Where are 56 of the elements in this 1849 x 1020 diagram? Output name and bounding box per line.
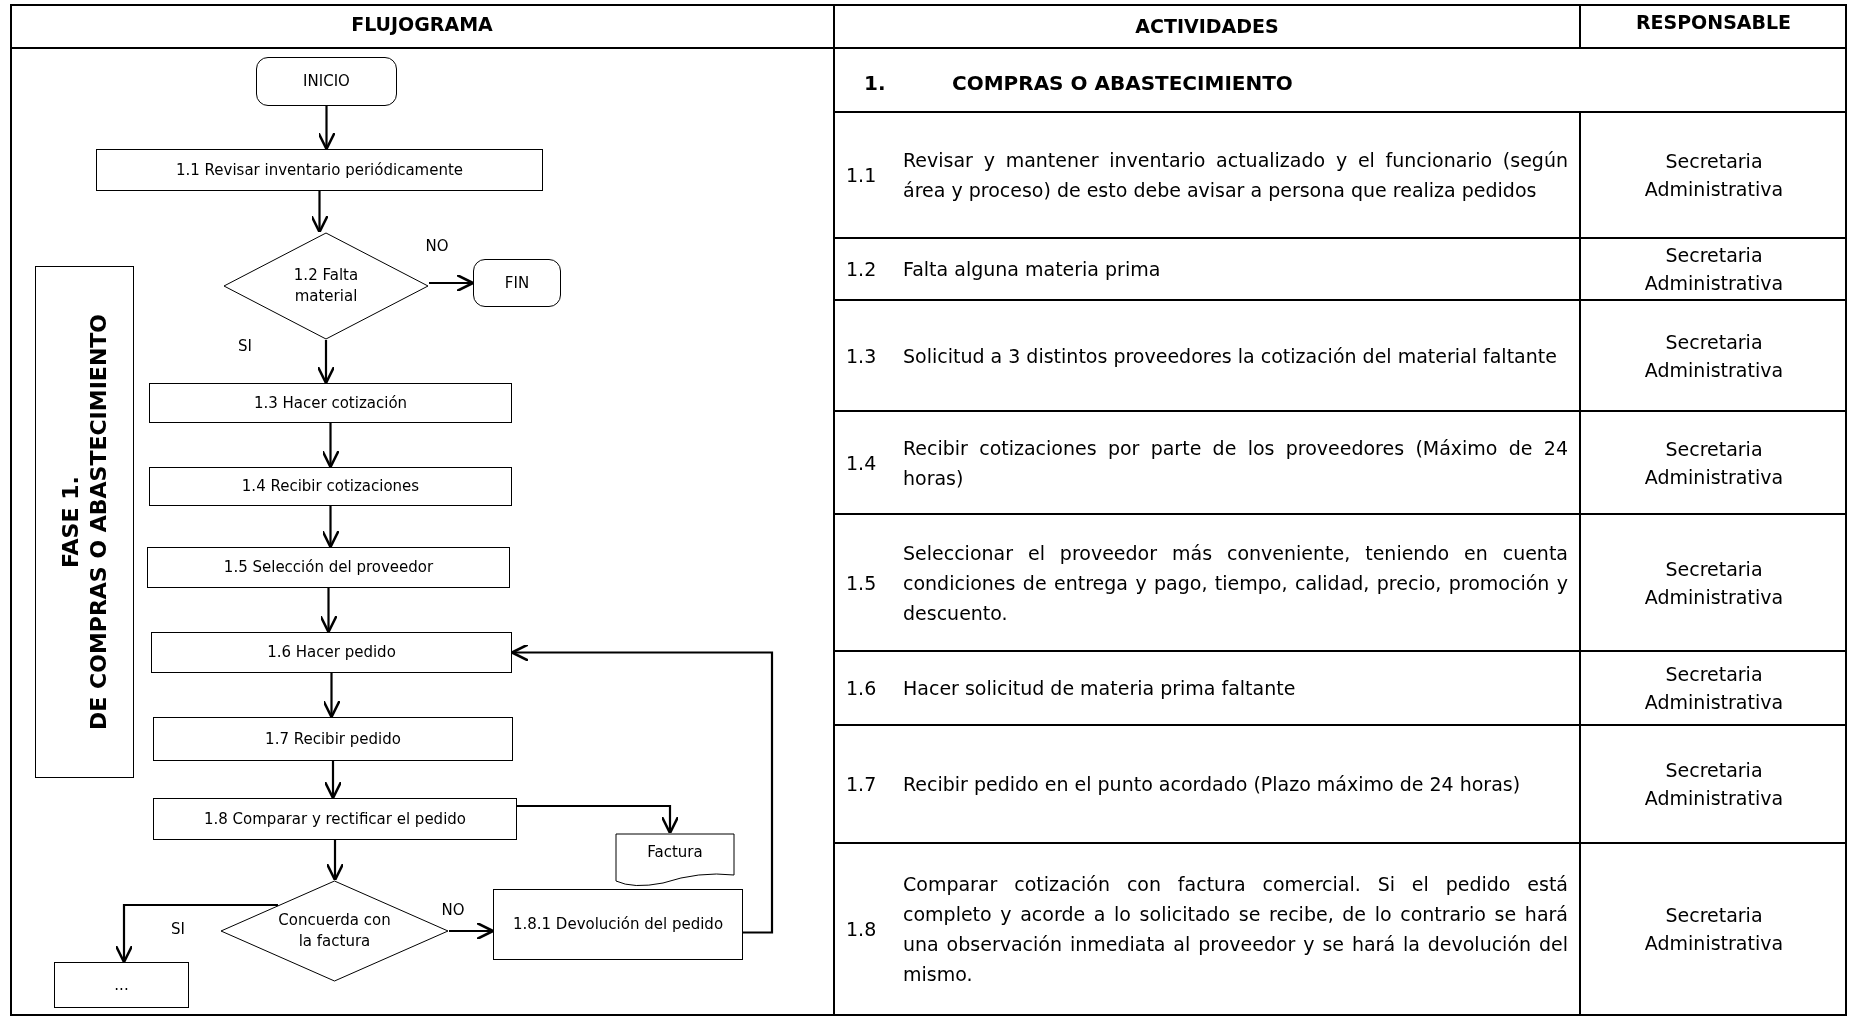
step-number: 1.5 — [846, 570, 877, 596]
responsible-text: Secretaria Administrativa — [1643, 758, 1785, 811]
activity-text: Solicitud a 3 distintos proveedores la cotización del material faltante — [903, 343, 1558, 369]
arrow — [429, 273, 475, 293]
arrow — [321, 506, 340, 549]
section-heading: COMPRAS O ABASTECIMIENTO — [952, 70, 1293, 97]
process-box: 1.8.1 Devolución del pedido — [493, 889, 743, 960]
responsible-text: Secretaria Administrativa — [1643, 662, 1785, 715]
arrow — [517, 804, 680, 835]
process-box: ... — [54, 962, 189, 1008]
activity-text: Revisar y mantener inventario actualizado y el funcionario (según área y proceso) de esto debe avisar a persona que realiza pedidos — [903, 148, 1568, 203]
activity-text: Recibir cotizaciones por parte de los proveedores (Máximo de 24 horas) — [903, 435, 1568, 491]
activity-text: Seleccionar el proveedor más conveniente, teniendo en cuenta condiciones de entrega y pago, tiempo, calidad, precio, promoción y descuento. — [903, 540, 1568, 626]
responsible-text: Secretaria Administrativa — [1643, 903, 1785, 956]
process-box: 1.8 Comparar y rectificar el pedido — [153, 798, 517, 840]
arrow — [316, 340, 336, 385]
arrow — [449, 921, 495, 941]
phase-box: FASE 1. DE COMPRAS O ABASTECIMIENTO — [35, 266, 134, 778]
arrow — [114, 903, 278, 964]
terminal-box: INICIO — [256, 57, 397, 106]
arrow — [323, 761, 343, 800]
step-number: 1.3 — [846, 343, 877, 369]
step-number: 1.7 — [846, 772, 877, 797]
responsible-text: Secretaria Administrativa — [1643, 243, 1785, 296]
process-box: 1.3 Hacer cotización — [149, 383, 512, 423]
activity-text: Recibir pedido en el punto acordado (Plazo máximo de 24 horas) — [903, 772, 1522, 797]
step-number: 1.2 — [846, 257, 877, 282]
step-number: 1.8 — [846, 917, 877, 942]
responsible-text: Secretaria Administrativa — [1643, 149, 1785, 202]
activity-text: Hacer solicitud de materia prima faltante — [903, 676, 1297, 701]
column-header: RESPONSABLE — [1634, 10, 1793, 35]
activity-text: Falta alguna materia prima — [903, 257, 1162, 282]
responsible-text: Secretaria Administrativa — [1643, 556, 1785, 610]
terminal-box: FIN — [473, 259, 561, 307]
process-box: 1.1 Revisar inventario periódicamente — [96, 149, 543, 191]
step-number: 1.1 — [846, 163, 877, 188]
section-number: 1. — [864, 70, 886, 97]
arrow — [321, 423, 340, 469]
step-number: 1.6 — [846, 676, 877, 701]
column-header: ACTIVIDADES — [1134, 14, 1280, 39]
document-shape: Factura — [615, 833, 735, 887]
process-box: 1.7 Recibir pedido — [153, 717, 513, 761]
activity-text: Comparar cotización con factura comercial. Si el pedido está completo y acorde a lo solicitado se recibe, de lo contrario se hará una observación inmediata al proveedor y se hará la devolución del mismo. — [903, 872, 1568, 987]
arrow — [317, 106, 336, 151]
step-number: 1.4 — [846, 450, 877, 476]
process-box: 1.5 Selección del proveedor — [147, 547, 510, 588]
process-box: 1.6 Hacer pedido — [151, 632, 512, 673]
arrow — [322, 673, 341, 719]
arrow — [319, 588, 338, 634]
arrow — [325, 840, 345, 882]
column-header: FLUJOGRAMA — [350, 12, 494, 37]
responsible-text: Secretaria Administrativa — [1643, 329, 1785, 383]
arrow — [510, 643, 774, 934]
arrow — [310, 191, 329, 234]
process-box: 1.4 Recibir cotizaciones — [149, 467, 512, 506]
responsible-text: Secretaria Administrativa — [1643, 436, 1785, 490]
